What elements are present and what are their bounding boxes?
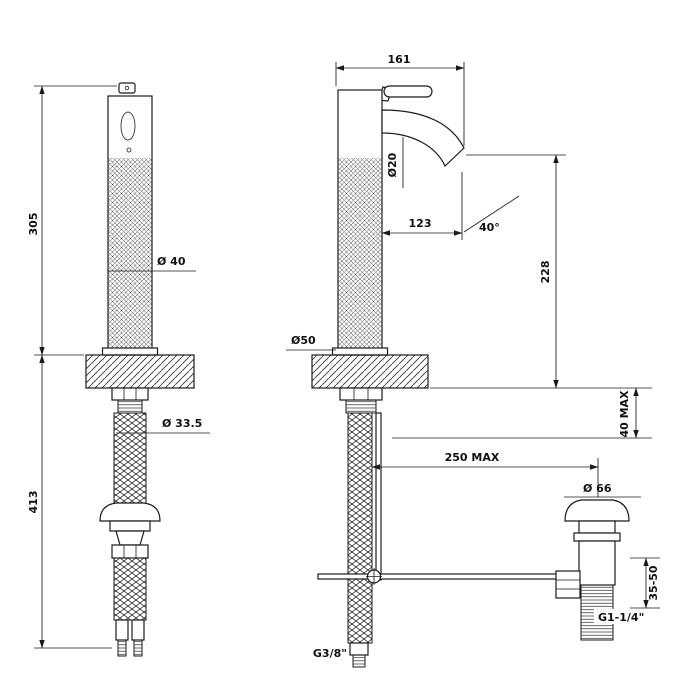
- dim-body-height: 305: [27, 213, 40, 236]
- side-pivot-rod: [317, 573, 591, 580]
- front-handle-slot: [120, 111, 136, 141]
- dim-spout-projection: 123: [409, 217, 432, 230]
- side-waste-body: [578, 540, 616, 586]
- dim-rod-max: 250 MAX: [445, 451, 500, 464]
- front-hose-thread-left: [117, 639, 127, 657]
- dim-waste-thread: G1-1/4": [598, 611, 644, 624]
- front-waste-flange: [99, 502, 161, 522]
- front-hose-lower: [113, 557, 147, 621]
- side-waste-pivot-nut: [555, 570, 581, 599]
- faucet-front-view: [85, 82, 195, 657]
- front-lever-cap: [118, 82, 136, 94]
- front-deck: [85, 354, 195, 389]
- front-base-ring: [101, 347, 159, 356]
- dim-outlet-height: 228: [539, 261, 552, 284]
- front-body-knurl: [108, 158, 152, 355]
- side-waste-flange: [564, 499, 630, 522]
- dim-deck-max: 40 MAX: [618, 390, 631, 438]
- dim-base-diameter: Ø50: [291, 334, 316, 347]
- front-hose-fitting-right: [131, 619, 145, 641]
- side-hose-fitting: [349, 642, 369, 656]
- dim-under-height: 413: [27, 491, 40, 514]
- side-view-dimensions: 161 Ø20 123 40° 228 Ø50 40 MAX 250 MAX Ø…: [286, 53, 660, 660]
- front-hose-fitting-left: [115, 619, 129, 641]
- side-waste-ring: [573, 532, 621, 542]
- side-hose: [347, 412, 373, 644]
- faucet-side-view: [311, 85, 630, 668]
- dim-stream-angle: 40°: [479, 221, 500, 234]
- front-body-dot: [126, 147, 132, 153]
- side-base-ring: [331, 347, 389, 356]
- dim-spout-diameter: Ø20: [386, 152, 399, 177]
- front-hose-upper: [113, 412, 147, 504]
- dim-waste-diameter: Ø 66: [583, 482, 612, 495]
- side-lever: [383, 85, 433, 98]
- front-lever-screw: [124, 85, 130, 91]
- dim-spout-reach: 161: [388, 53, 411, 66]
- side-deck: [311, 354, 429, 389]
- front-waste-taper: [115, 530, 145, 546]
- dim-waste-range: 35-50: [647, 565, 660, 601]
- dim-shank-diameter: Ø 33.5: [162, 417, 202, 430]
- front-shank: [117, 399, 143, 414]
- side-popup-rod: [375, 412, 382, 581]
- side-mount-nut: [339, 387, 383, 401]
- front-waste-neck: [109, 520, 151, 532]
- dim-inlet-thread: G3/8": [313, 647, 347, 660]
- front-view-dimensions: 305 413 Ø 40 Ø 33.5: [27, 85, 210, 649]
- side-body-knurl: [338, 158, 382, 355]
- side-hose-thread: [352, 654, 366, 668]
- front-mount-nut: [111, 387, 149, 401]
- front-hose-thread-right: [133, 639, 143, 657]
- side-waste-neck: [578, 520, 616, 534]
- dim-body-diameter: Ø 40: [157, 255, 186, 268]
- side-shank: [345, 399, 377, 414]
- side-spout: [381, 109, 465, 168]
- front-waste-nut: [111, 544, 149, 559]
